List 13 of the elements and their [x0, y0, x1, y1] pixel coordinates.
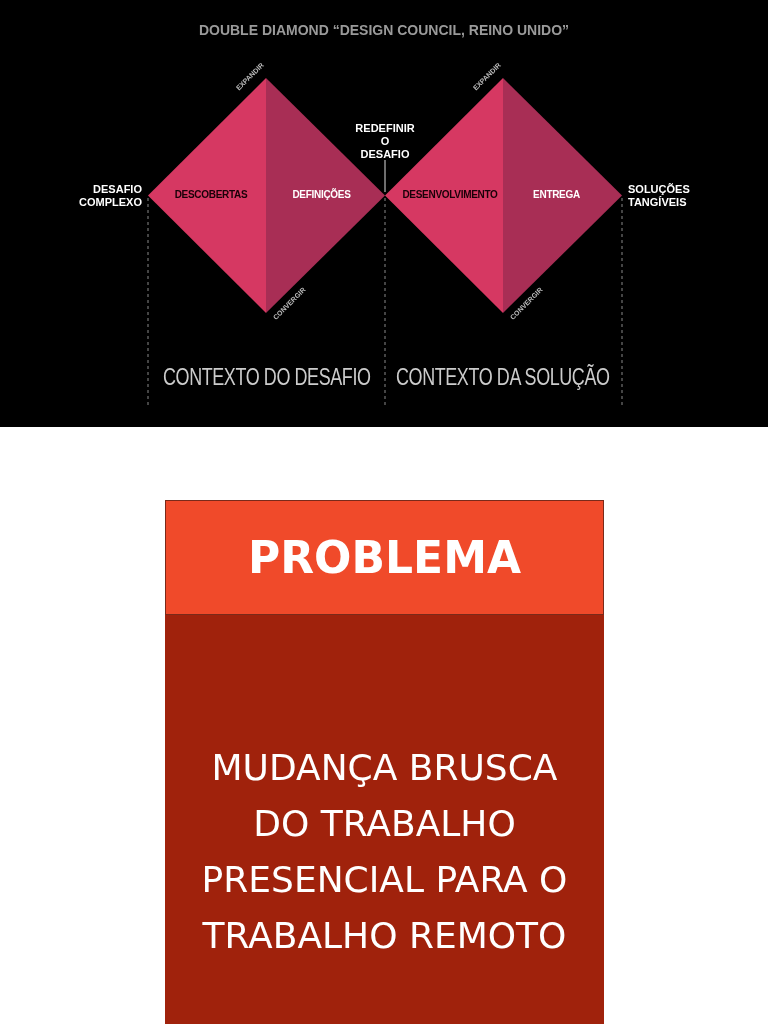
stage-label: DESAFIO COMPLEXO [78, 183, 142, 209]
card-body-text: MUDANÇA BRUSCA DO TRABALHO PRESENCIAL PARA O TRABALHO REMOTO [200, 746, 569, 958]
phase-label: ENTREGA [533, 189, 580, 200]
stage-label: SOLUÇÕES TANGÍVEIS [628, 183, 691, 209]
diagram-title: DOUBLE DIAMOND “DESIGN COUNCIL, REINO UNIDO” [197, 22, 571, 38]
problem-card [165, 500, 604, 1024]
phase-label: DESCOBERTAS [174, 189, 248, 200]
context-label: CONTEXTO DO DESAFIO [163, 364, 371, 391]
phase-label: DESENVOLVIMENTO [402, 189, 498, 200]
stage-label: REDEFINIR O DESAFIO [355, 122, 415, 161]
phase-label: DEFINIÇÕES [292, 189, 351, 200]
card-header: PROBLEMA [165, 500, 604, 615]
context-label: CONTEXTO DA SOLUÇÃO [396, 364, 610, 391]
